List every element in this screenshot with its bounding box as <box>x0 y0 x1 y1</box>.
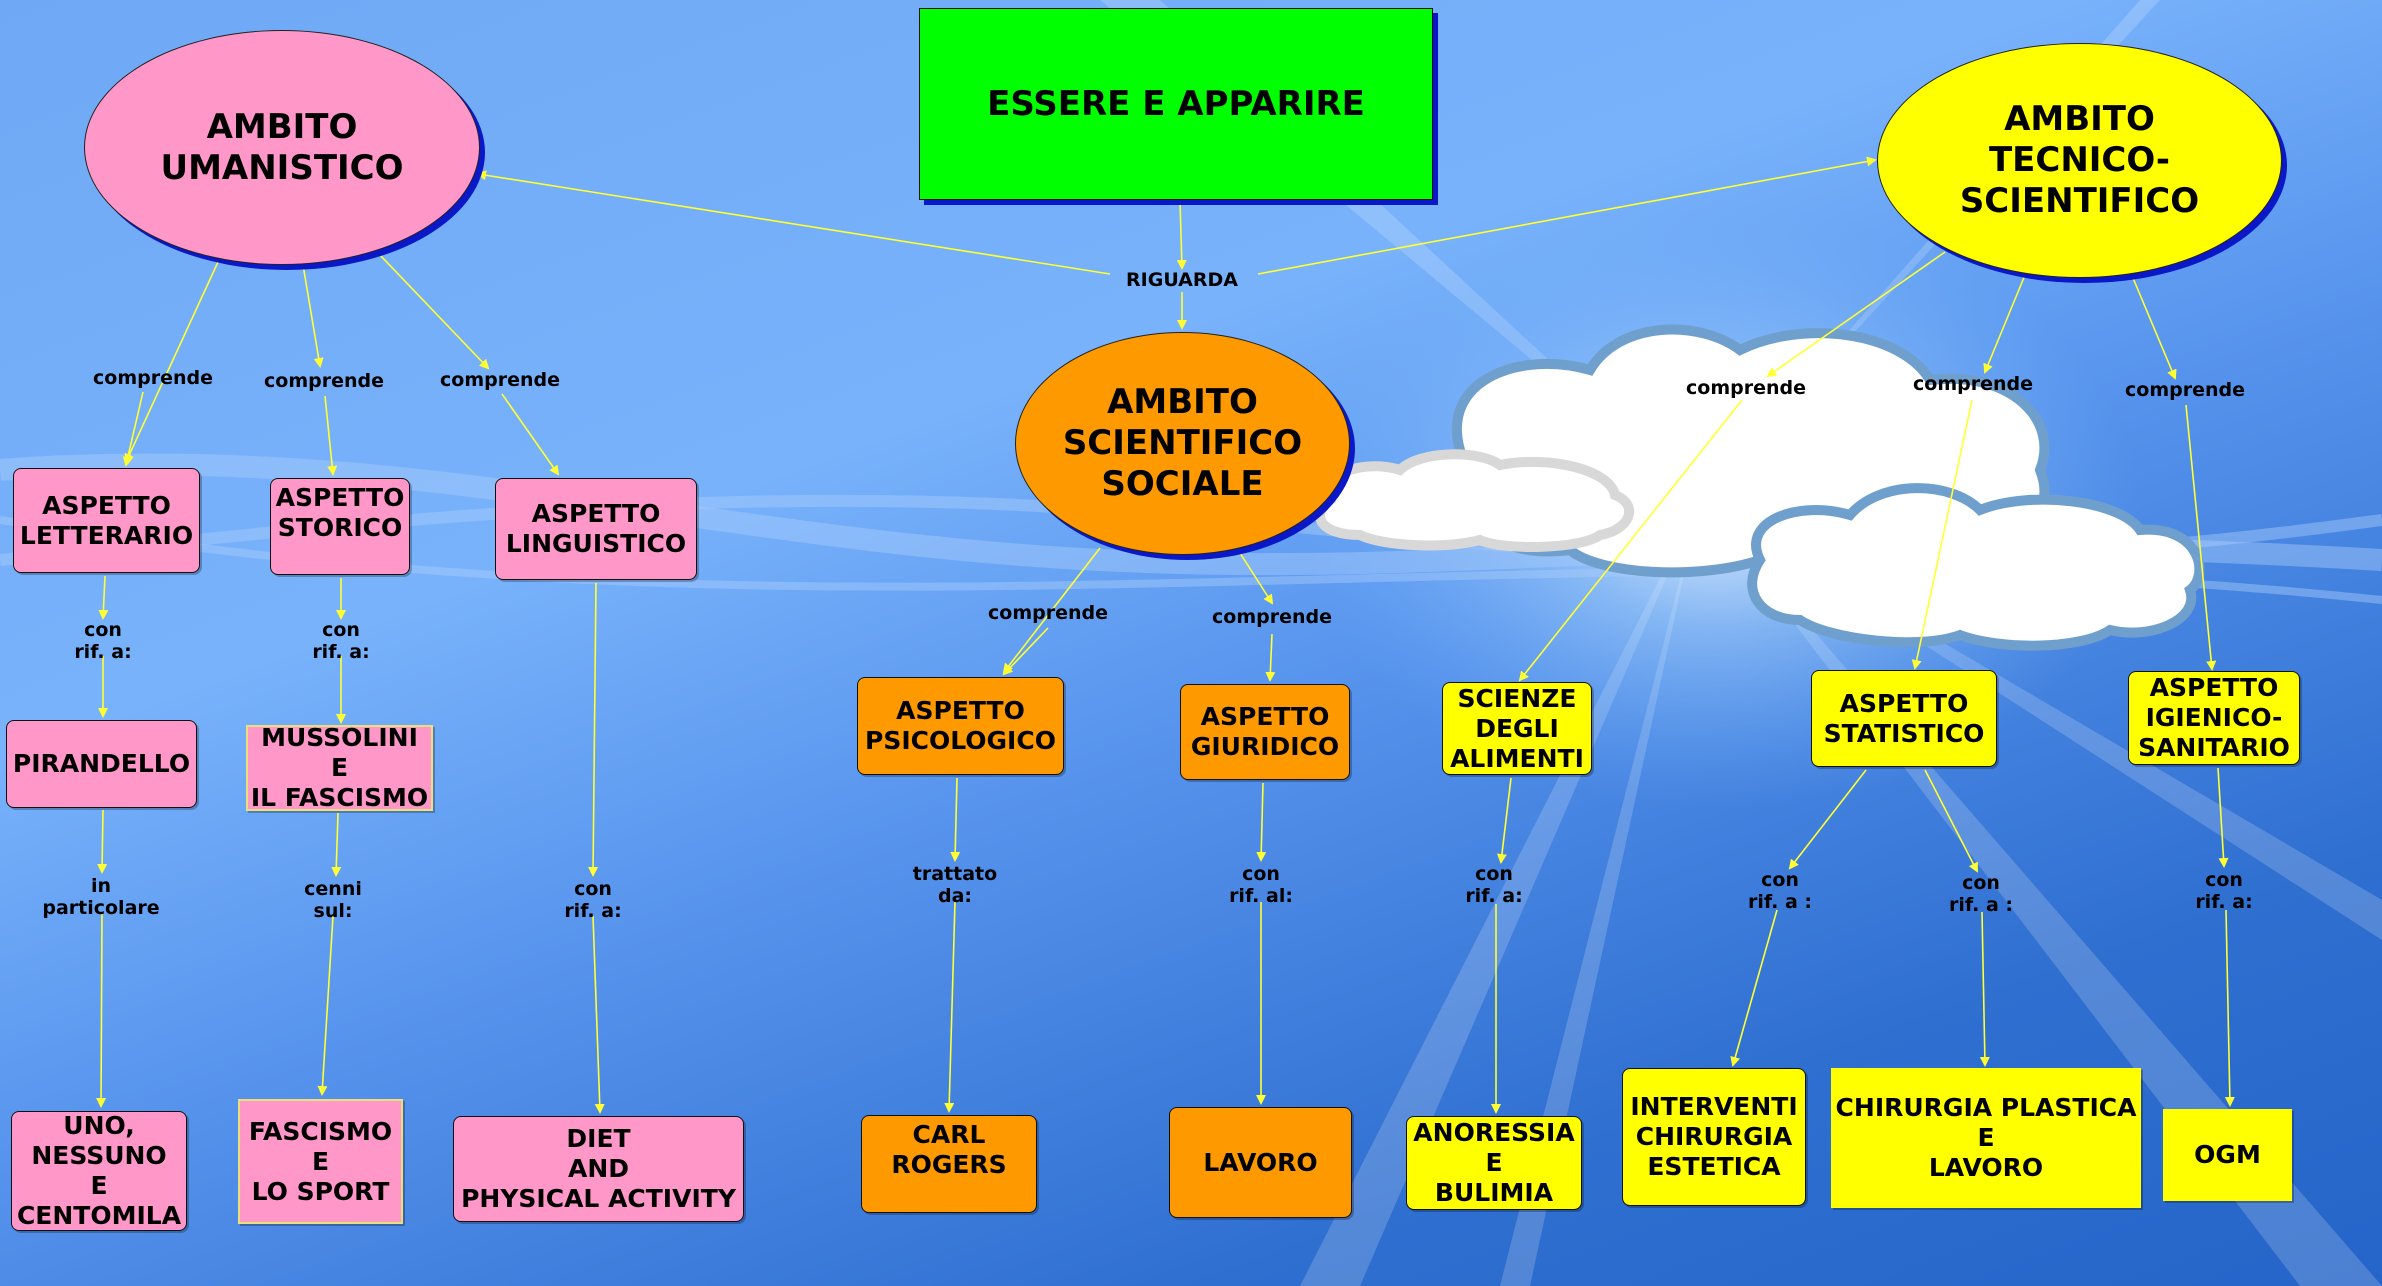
link-arrow <box>97 809 108 874</box>
link-label-comprende: comprende <box>988 602 1108 624</box>
node-aspetto-psicologico[interactable]: ASPETTO PSICOLOGICO <box>857 677 1064 775</box>
link-label-riguarda: RIGUARDA <box>1126 269 1238 291</box>
node-aspetto-igienico-sanitario[interactable]: ASPETTO IGIENICO- SANITARIO <box>2128 671 2300 765</box>
link-arrow <box>1002 547 1101 674</box>
node-chirurgia-plastica-e-lavoro[interactable]: CHIRURGIA PLASTICA E LAVORO <box>1831 1068 2141 1208</box>
link-arrow <box>331 812 342 877</box>
node-ambito-umanistico[interactable]: AMBITO UMANISTICO <box>84 30 480 265</box>
link-label-comprende: comprende <box>1686 377 1806 399</box>
link-label-con-rif-a: con rif. a: <box>564 878 622 922</box>
link-arrow <box>98 575 109 620</box>
node-aspetto-statistico[interactable]: ASPETTO STATISTICO <box>1811 670 1997 767</box>
node-lavoro[interactable]: LAVORO <box>1169 1107 1352 1218</box>
link-label-con-rif-al: con rif. al: <box>1229 863 1293 907</box>
link-label-comprende: comprende <box>264 370 384 392</box>
link-arrow <box>324 395 338 476</box>
link-label-comprende: comprende <box>1212 606 1332 628</box>
link-arrow <box>1002 627 1049 676</box>
link-arrow <box>1979 911 1990 1067</box>
link-arrow <box>2132 277 2177 380</box>
link-arrow <box>2224 909 2235 1107</box>
node-pirandello[interactable]: PIRANDELLO <box>6 720 197 808</box>
link-arrow <box>476 170 1111 275</box>
link-arrow <box>2185 404 2217 671</box>
node-ogm[interactable]: OGM <box>2163 1109 2292 1201</box>
link-label-con-rif-a: con rif. a : <box>1748 869 1812 913</box>
node-anoressia-e-bulimia[interactable]: ANORESSIA E BULIMIA <box>1406 1116 1582 1210</box>
node-aspetto-giuridico[interactable]: ASPETTO GIURIDICO <box>1180 684 1350 780</box>
link-label-con-rif-a: con rif. a: <box>74 619 132 663</box>
link-arrow <box>2217 767 2229 868</box>
node-uno-nessuno-centomila[interactable]: UNO, NESSUNO E CENTOMILA <box>11 1111 187 1231</box>
node-scienze-degli-alimenti[interactable]: SCIENZE DEGLI ALIMENTI <box>1442 682 1592 775</box>
link-label-comprende: comprende <box>2125 379 2245 401</box>
cloud-right <box>1747 483 2205 651</box>
link-arrow <box>1924 769 1978 873</box>
link-arrow <box>1176 201 1187 270</box>
link-arrow <box>1766 251 1946 378</box>
node-ambito-tecnico-scientifico[interactable]: AMBITO TECNICO- SCIENTIFICO <box>1877 43 2282 278</box>
node-interventi-chirurgia-estetica[interactable]: INTERVENTI CHIRURGIA ESTETICA <box>1622 1068 1806 1206</box>
link-label-con-rif-a: con rif. a : <box>1949 872 2013 916</box>
link-label-cenni-sul: cenni sul: <box>304 878 362 922</box>
link-arrow <box>1496 777 1512 864</box>
link-label-con-rif-a: con rif. a: <box>1465 863 1523 907</box>
clouds <box>1315 324 2205 651</box>
link-label-comprende: comprende <box>440 369 560 391</box>
node-fascismo-e-lo-sport[interactable]: FASCISMO E LO SPORT <box>238 1099 403 1224</box>
node-carl-rogers[interactable]: CARL ROGERS <box>861 1115 1037 1213</box>
node-ambito-scientifico-sociale[interactable]: AMBITO SCIENTIFICO SOCIALE <box>1015 332 1350 555</box>
link-arrow <box>1257 156 1877 275</box>
link-arrow <box>124 261 219 464</box>
link-arrow <box>1911 399 1973 670</box>
link-label-comprende: comprende <box>1913 373 2033 395</box>
link-arrow <box>592 915 605 1114</box>
node-aspetto-storico[interactable]: ASPETTO STORICO <box>270 478 410 575</box>
link-arrow <box>122 391 144 467</box>
link-arrow <box>1518 399 1743 682</box>
node-diet-and-physical-activity[interactable]: DIET AND PHYSICAL ACTIVITY <box>453 1116 744 1222</box>
link-label-trattato-da: trattato da: <box>912 863 998 907</box>
link-arrow <box>96 911 107 1108</box>
node-aspetto-linguistico[interactable]: ASPETTO LINGUISTICO <box>495 478 697 580</box>
link-arrow <box>1730 909 1778 1067</box>
link-label-con-rif-a: con rif. a: <box>312 619 370 663</box>
link-label-comprende: comprende <box>93 367 213 389</box>
link-arrow <box>501 393 560 476</box>
link-arrow <box>1265 633 1276 682</box>
link-arrow <box>944 901 956 1113</box>
root-node-essere-e-apparire[interactable]: ESSERE E APPARIRE <box>919 8 1433 200</box>
node-mussolini-e-il-fascismo[interactable]: MUSSOLINI E IL FASCISMO <box>246 723 433 812</box>
link-arrow <box>379 254 490 370</box>
node-aspetto-letterario[interactable]: ASPETTO LETTERARIO <box>13 468 200 573</box>
link-arrow <box>1256 782 1267 862</box>
link-arrow <box>588 582 599 877</box>
link-arrow <box>317 915 334 1096</box>
link-arrow <box>1239 552 1274 605</box>
link-label-con-rif-a: con rif. a: <box>2195 869 2253 913</box>
cloud-small <box>1315 449 1635 552</box>
link-arrow <box>1983 274 2026 374</box>
link-arrow <box>950 777 961 862</box>
link-arrow <box>302 264 324 368</box>
link-label-in-particolare: in particolare <box>42 875 160 919</box>
link-arrow <box>1788 769 1867 870</box>
